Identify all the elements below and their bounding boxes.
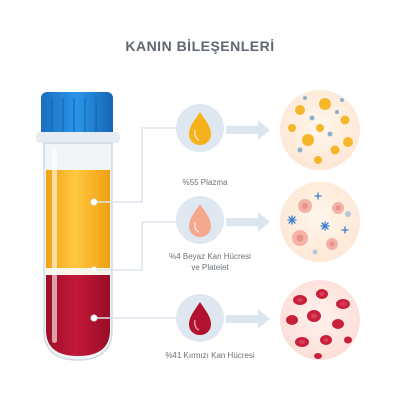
test-tube xyxy=(36,92,120,361)
arrows xyxy=(226,120,270,329)
arrow-right-icon xyxy=(226,309,270,329)
plasma-cells-dish xyxy=(280,90,360,170)
white-cell-label: %4 Beyaz Kan Hücresi ve Platelet xyxy=(150,251,270,273)
red-cell-layer xyxy=(46,275,110,356)
red-cell-label: %41 Kırmızı Kan Hücresi xyxy=(165,351,255,360)
tube-rim xyxy=(36,132,120,143)
buffy-coat-layer xyxy=(46,268,110,275)
arrow-right-icon xyxy=(226,120,270,140)
red-cells-dish xyxy=(280,280,360,360)
diagram-title: KANIN BİLEŞENLERİ xyxy=(125,38,275,54)
white-cells-dish xyxy=(280,182,360,262)
tube-cap xyxy=(41,92,113,140)
plasma-drop-icon xyxy=(176,104,224,152)
white-cell-label-line-1: %4 Beyaz Kan Hücresi xyxy=(169,252,251,261)
white-cell-label-line-2: ve Platelet xyxy=(191,263,229,272)
arrow-right-icon xyxy=(226,212,270,232)
connector-lines xyxy=(94,127,180,319)
red-cell-drop-icon xyxy=(176,294,224,342)
plasma-label: %55 Plazma xyxy=(182,178,228,187)
white-cell-drop-icon xyxy=(176,196,224,244)
